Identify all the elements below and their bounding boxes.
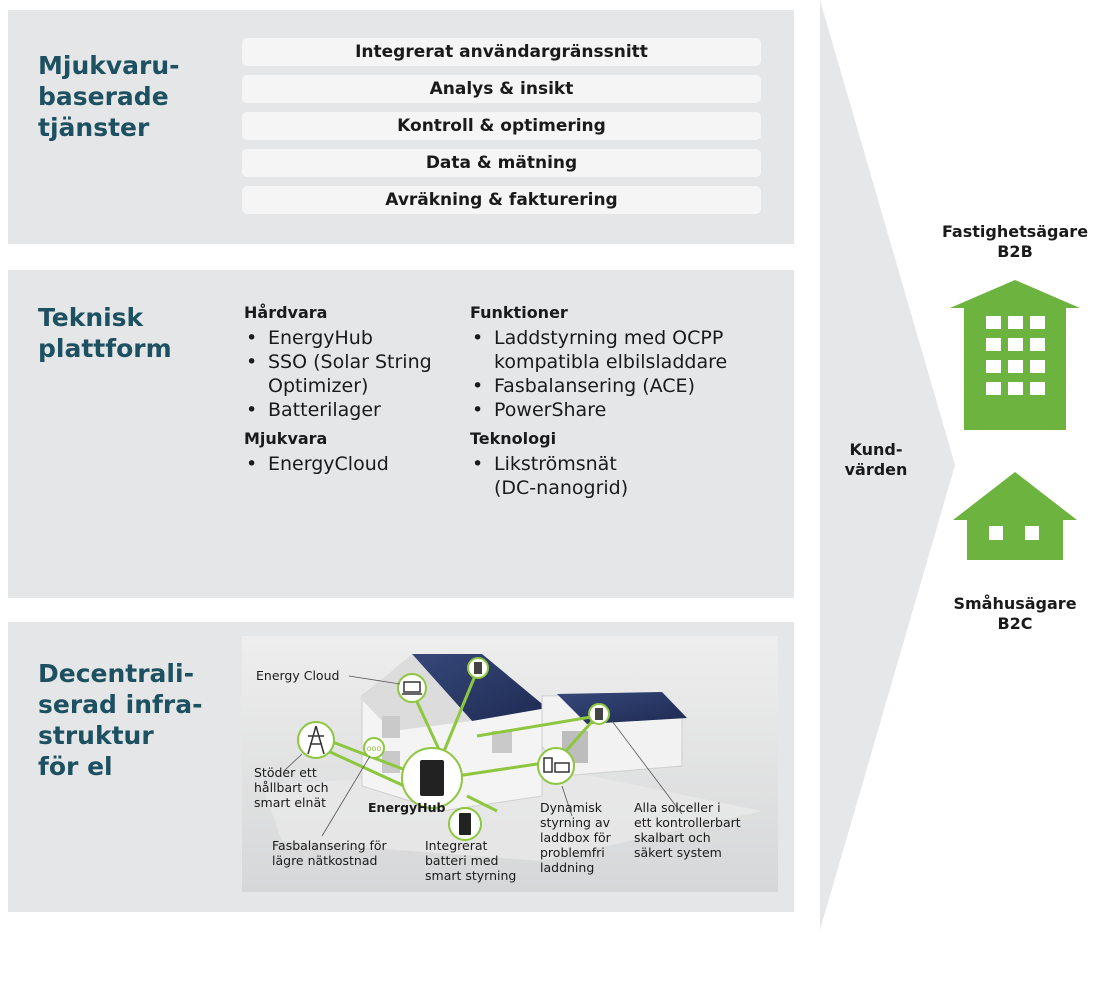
label-line: Småhusägare [953,594,1077,613]
title-line: Decentrali- [38,659,194,688]
label-line: laddbox för [540,830,611,845]
customer-value-arrow [820,0,955,930]
label-line: laddning [540,860,595,875]
title-line: Teknisk [38,303,144,332]
label-line: styrning av [540,815,611,830]
service-bar: Analys & insikt [242,75,761,103]
software-list: EnergyCloud [244,452,464,476]
hardware-list: EnergyHub SSO (Solar String Optimizer) B… [244,326,464,422]
list-item: Laddstyrning med OCPP kompatibla elbilsl… [470,326,756,374]
label-line: Kund- [849,440,903,459]
service-bar: Avräkning & fakturering [242,186,761,214]
service-bar: Integrerat användargränssnitt [242,38,761,66]
cloud-icon [397,673,427,703]
hardware-software-column: Hårdvara EnergyHub SSO (Solar String Opt… [244,302,464,482]
title-line: för el [38,752,113,781]
functions-technology-column: Funktioner Laddstyrning med OCPP kompati… [470,302,790,506]
label-line: säkert system [634,845,722,860]
hardware-heading: Hårdvara [244,303,328,322]
label-line: lägre nätkostnad [272,853,378,868]
technology-heading: Teknologi [470,429,557,448]
functions-heading: Funktioner [470,303,568,322]
charging-label: Dynamisk styrning av laddbox för problem… [540,800,611,875]
label-line: Fasbalansering för [272,838,387,853]
label-line: smart styrning [425,868,517,883]
software-services-panel: Mjukvaru- baserade tjänster Integrerat a… [8,10,794,244]
energy-cloud-label: Energy Cloud [256,668,340,683]
label-line: B2B [997,242,1033,261]
meter-icon [467,657,489,679]
label-line: Dynamisk [540,800,603,815]
battery-label: Integrerat batteri med smart styrning [425,838,516,883]
label-line: smart elnät [254,795,327,810]
phase-balancing-label: Fasbalansering för lägre nätkostnad [272,838,387,868]
functions-list: Laddstyrning med OCPP kompatibla elbilsl… [470,326,790,422]
battery-icon [448,807,482,841]
meter-icon [588,703,610,725]
title-line: tjänster [38,113,150,142]
label-line: Stöder ett [254,765,317,780]
label-line: ett kontrollerbart [634,815,741,830]
title-line: baserade [38,82,169,111]
label-line: skalbart och [634,830,711,845]
apartment-building-icon [950,280,1080,430]
title-line: Mjukvaru- [38,51,180,80]
b2c-label: Småhusägare B2C [930,594,1100,634]
software-services-title: Mjukvaru- baserade tjänster [38,50,180,143]
label-line: problemfri [540,845,605,860]
label-line: batteri med [425,853,499,868]
house-system-illustration: ooo [242,636,778,892]
energyhub-label: EnergyHub [368,800,446,815]
label-line: Fastighetsägare [941,222,1089,241]
b2b-label: Fastighetsägare B2B [930,222,1100,262]
label-line: hållbart och [254,780,329,795]
grid-tower-icon [297,721,335,759]
grid-label: Stöder ett hållbart och smart elnät [254,765,329,810]
list-item: EnergyCloud [244,452,464,476]
solar-label: Alla solceller i ett kontrollerbart skal… [634,800,741,860]
label-line: värden [844,460,908,479]
technical-platform-panel: Teknisk plattform Hårdvara EnergyHub SSO… [8,270,794,598]
software-heading: Mjukvara [244,429,328,448]
technical-platform-title: Teknisk plattform [38,302,172,364]
svg-text:ooo: ooo [367,744,382,753]
label-line: B2C [997,614,1033,633]
list-item: Fasbalansering (ACE) [470,374,790,398]
list-item: PowerShare [470,398,790,422]
technology-list: Likströmsnät (DC-nanogrid) [470,452,790,500]
list-item: SSO (Solar String Optimizer) [244,350,464,398]
service-bar: Data & mätning [242,149,761,177]
house-icon [953,472,1077,560]
service-bar: Kontroll & optimering [242,112,761,140]
charger-icon [537,747,575,785]
title-line: serad infra- [38,690,203,719]
solar-roof [412,654,547,721]
infrastructure-title: Decentrali- serad infra- struktur för el [38,658,202,782]
label-line: Integrerat [425,838,488,853]
label-line: Alla solceller i [634,800,721,815]
list-item: EnergyHub [244,326,464,350]
title-line: struktur [38,721,154,750]
energyhub-icon [401,747,463,809]
list-item: Likströmsnät (DC-nanogrid) [470,452,654,500]
service-bars: Integrerat användargränssnitt Analys & i… [242,38,761,223]
customer-value-label: Kund- värden [828,440,924,480]
list-item: Batterilager [244,398,464,422]
phase-icon: ooo [363,737,385,759]
title-line: plattform [38,334,172,363]
